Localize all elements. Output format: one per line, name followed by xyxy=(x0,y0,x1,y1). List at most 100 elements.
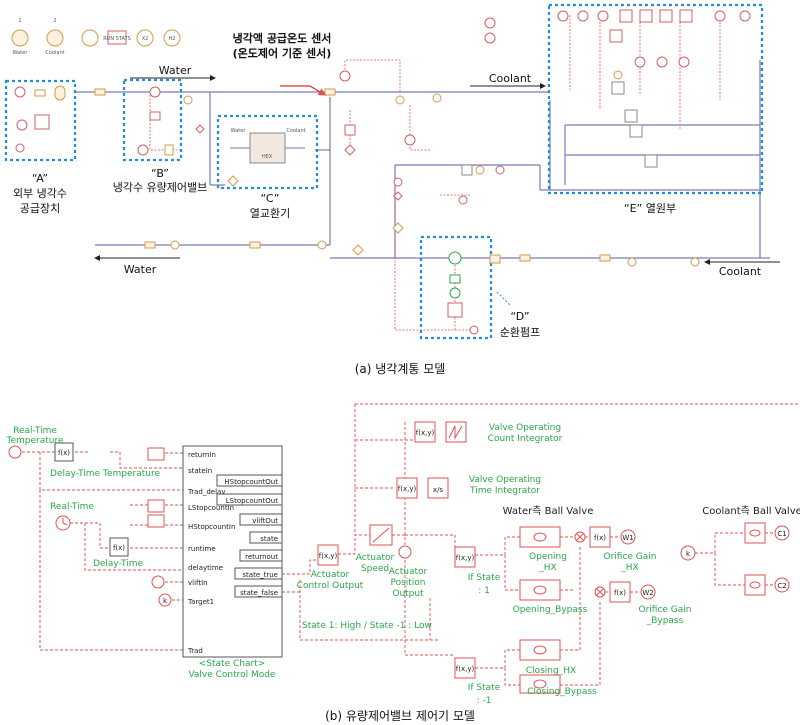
circulation-pump xyxy=(447,251,501,335)
actuator-control-fxy: f(x,y) xyxy=(319,552,338,560)
delay-temp-block xyxy=(54,442,74,462)
opening-hx-table xyxy=(519,526,561,548)
coolant-ball-valve: Coolant측 Ball Valve k C1 C2 xyxy=(680,505,800,596)
label-a-2: 공급장치 xyxy=(20,202,60,215)
if-state-2-label-a: If State xyxy=(468,683,501,693)
top-legend: 1 Water 2 Coolant RUN STATS X2 H2 xyxy=(11,18,181,56)
component-a xyxy=(14,85,66,153)
w1-label: W1 xyxy=(622,534,633,542)
sc-out-2: vliftOut xyxy=(252,517,278,525)
water-ball-valve-label: Water측 Ball Valve xyxy=(503,505,594,517)
delay-temp-fx: f(x) xyxy=(58,449,70,457)
label-b: 냉각수 유량제어밸브 xyxy=(113,181,208,194)
real-time-temp-label-1: Real-Time xyxy=(13,426,57,436)
svg-text:x/s: x/s xyxy=(433,486,444,494)
sc-in-8: Target1 xyxy=(187,598,214,606)
heat-exchanger: HEX Water Coolant xyxy=(227,128,306,187)
hex-water-label: Water xyxy=(231,128,247,134)
delay-time-fx: f(x) xyxy=(113,544,125,552)
c1-output-icon xyxy=(774,525,790,541)
return-block xyxy=(147,447,165,461)
delay-time-label: Delay-Time xyxy=(93,559,144,569)
count-integrator-block xyxy=(445,421,467,443)
count-integrator-label-2: Count Integrator xyxy=(488,434,563,444)
hex-coolant-label: Coolant xyxy=(286,128,305,134)
water-ball-valve: Water측 Ball Valve Opening _HX Opening_By… xyxy=(503,505,692,697)
actuator-position-label-1: Actuator xyxy=(389,567,428,577)
signal-lines xyxy=(149,15,721,331)
actuator-position-label-2: Position xyxy=(390,578,425,588)
sc-out-0: HStopcountOut xyxy=(224,478,278,486)
water-bottom-label: Water xyxy=(124,263,157,276)
state-note: State 1: High / State -1 : Low xyxy=(302,621,432,631)
orifice-bypass-fx: f(x) xyxy=(614,589,626,597)
label-d: 순환펌프 xyxy=(500,326,540,339)
time-integrator-label-2: Time Integrator xyxy=(469,486,540,496)
hstopcount-block-1 xyxy=(147,514,165,528)
real-time-label: Real-Time xyxy=(50,502,94,512)
legend-x2: X2 xyxy=(142,36,149,42)
box-e xyxy=(547,3,764,195)
label-b-tag: “B” xyxy=(151,167,169,180)
actuator-speed-label-1: Actuator xyxy=(356,553,395,563)
hex-icon xyxy=(249,132,286,164)
heat-source xyxy=(484,9,751,168)
opening-hx-label-1: Opening xyxy=(529,552,567,562)
time-integrator-label-1: Valve Operating xyxy=(469,475,541,485)
pipe-components xyxy=(94,70,700,267)
count-integrator-label-1: Valve Operating xyxy=(489,423,561,433)
coolant-ball-valve-label: Coolant측 Ball Valve xyxy=(702,505,800,517)
opening-bypass-label: Opening_Bypass xyxy=(513,605,588,615)
legend-water: Water xyxy=(13,50,29,56)
sensor-annotation-2: (온도제어 기준 센서) xyxy=(233,46,332,60)
hex-label: HEX xyxy=(262,154,273,160)
opening-hx-label-2: _HX xyxy=(538,563,556,573)
h2-icon xyxy=(163,29,181,47)
controller-wires xyxy=(22,403,800,686)
opening-bypass-table xyxy=(519,579,561,601)
actuator-speed-label-2: Speed xyxy=(361,564,389,574)
caption-a: (a) 냉각계통 모델 xyxy=(355,362,446,376)
state-chart-outputs: HStopcountOut LStopcountOut vliftOut sta… xyxy=(216,474,283,598)
sc-in-7: vliftIn xyxy=(188,579,208,587)
sc-out-1: LStopcountOut xyxy=(226,497,279,505)
closing-hx-label: Closing_HX xyxy=(526,666,576,676)
w2-label: W2 xyxy=(642,589,653,597)
coolant-table-1 xyxy=(744,522,766,544)
c1-label: C1 xyxy=(777,530,786,538)
label-a-tag: “A” xyxy=(32,172,48,185)
actuator-control-label-1: Actuator xyxy=(311,570,350,580)
sc-in-3: LStopcountIn xyxy=(188,504,234,512)
caption-b: (b) 유량제어밸브 제어기 모델 xyxy=(325,709,475,723)
c2-output-icon xyxy=(774,577,790,593)
label-c: 열교환기 xyxy=(250,207,290,220)
real-time-temp-label-2: Temperature xyxy=(5,436,63,446)
time-fxy: f(x,y) xyxy=(398,485,417,493)
label-e: “E” 열원부 xyxy=(624,202,676,215)
state-chart-title-2: Valve Control Mode xyxy=(188,670,276,680)
if-state-2-label-b: : -1 xyxy=(477,696,492,706)
state-chart-title-1: <State Chart> xyxy=(199,659,266,669)
run-stats-icon xyxy=(107,30,127,45)
orifice-hx-fx: f(x) xyxy=(594,534,606,542)
sc-in-1: stateIn xyxy=(188,467,212,475)
orifice-bypass-label-2: _Bypass xyxy=(646,616,684,626)
closing-bypass-table xyxy=(519,674,561,694)
box-a xyxy=(4,79,77,162)
w2-output-icon xyxy=(640,584,656,600)
coolant-bottom-label: Coolant xyxy=(719,265,762,278)
x2-icon xyxy=(136,29,154,47)
sc-in-9: Trad xyxy=(187,647,203,655)
sc-in-4: HStopcountIn xyxy=(188,523,235,531)
count-fxy-block xyxy=(414,421,436,443)
if-state-1-label-b: : 1 xyxy=(478,586,490,596)
state-chart-inputs: returnIn stateIn Trad_delay LStopcountIn… xyxy=(187,451,235,655)
sc-out-6: state_false xyxy=(240,589,278,597)
legend-num-2: 2 xyxy=(53,18,56,24)
component-b xyxy=(137,86,205,156)
label-d-tag: “D” xyxy=(510,310,529,323)
sc-in-6: delaytime xyxy=(188,564,223,572)
legend-h2: H2 xyxy=(169,36,176,42)
orifice-bypass-block xyxy=(609,581,631,603)
